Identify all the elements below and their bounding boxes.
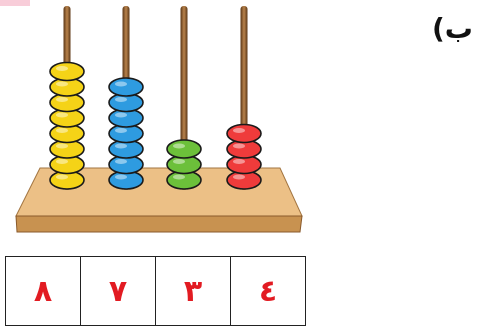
rod-4-bead-highlight <box>233 174 245 180</box>
rod-4-bead <box>226 123 262 144</box>
rod-2-bead-highlight <box>115 81 127 87</box>
abacus-base-front <box>15 215 303 233</box>
rod-2-bead-highlight <box>115 143 127 149</box>
rod-4-bead-highlight <box>233 143 245 149</box>
rod-3-bead-highlight <box>173 159 185 164</box>
rod-3-bead-highlight <box>173 174 185 180</box>
rod-4-bead-highlight <box>233 128 245 133</box>
rod-2-bead-highlight <box>115 112 127 118</box>
abacus <box>15 6 303 233</box>
question-label: ب) <box>432 12 473 45</box>
rod-1-bead-highlight <box>56 81 68 87</box>
rod-2-bead-highlight <box>115 159 127 164</box>
rod-1-bead-highlight <box>56 97 68 102</box>
digit-cell-1: ٨ <box>5 256 81 326</box>
rod-2-bead-highlight <box>115 174 127 180</box>
rod-2-bead-highlight <box>115 128 127 133</box>
rod-3-bead-highlight <box>173 143 185 149</box>
rod-2-bead <box>108 77 144 97</box>
digit-cell-4: ٤ <box>230 256 306 326</box>
corner-decoration <box>0 0 30 6</box>
digit-cell-3: ٣ <box>155 256 231 326</box>
digit-row: ٨ ٧ ٣ ٤ <box>5 256 306 326</box>
rod-2-bead-highlight <box>115 97 127 102</box>
rod-1-bead-highlight <box>56 128 68 133</box>
rod-1-bead-highlight <box>56 143 68 149</box>
rod-1-bead <box>49 61 85 82</box>
rod-1-bead-highlight <box>56 159 68 164</box>
digit-table: ٨ ٧ ٣ ٤ <box>5 256 306 326</box>
rod-4-bead-highlight <box>233 159 245 164</box>
rod-1-bead-highlight <box>56 112 68 118</box>
rod-1-bead-highlight <box>56 66 68 71</box>
digit-cell-2: ٧ <box>80 256 156 326</box>
rod-3-bead <box>166 139 202 159</box>
rod-1-bead-highlight <box>56 174 68 180</box>
